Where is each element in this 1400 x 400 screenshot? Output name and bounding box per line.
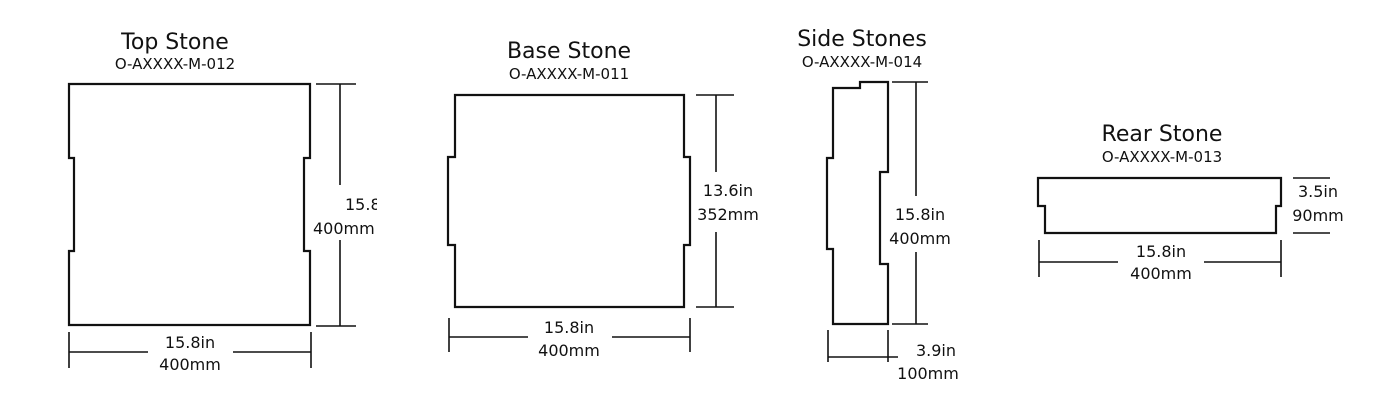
rear-stone-width-in: 15.8in [1136, 242, 1186, 261]
base-stone-height-mm: 352mm [697, 205, 759, 224]
rear-stone-group: Rear Stone O-AXXXX-M-013 3.5in 90mm 15.8… [1036, 122, 1344, 283]
side-stones-height-dimension [892, 81, 928, 325]
top-stone-width-mm: 400mm [159, 355, 221, 374]
top-stone-width-dimension [68, 332, 312, 368]
side-stones-width-in: 3.9in [916, 341, 956, 360]
rear-stone-code: O-AXXXX-M-013 [1102, 148, 1222, 166]
top-stone-height-dimension [316, 83, 356, 327]
top-stone-group: Top Stone O-AXXXX-M-012 15.8in 400mm 15.… [67, 30, 395, 374]
rear-stone-title: Rear Stone [1102, 122, 1223, 147]
top-stone-width-in: 15.8in [165, 333, 215, 352]
base-stone-title: Base Stone [507, 39, 631, 64]
base-stone-outline [446, 93, 692, 309]
base-stone-group: Base Stone O-AXXXX-M-011 13.6in 352mm 15… [446, 39, 759, 360]
rear-stone-width-mm: 400mm [1130, 264, 1192, 283]
side-stones-code: O-AXXXX-M-014 [802, 53, 922, 71]
base-stone-code: O-AXXXX-M-011 [509, 65, 629, 83]
side-stones-group: Side Stones O-AXXXX-M-014 15.8in 400mm 3… [797, 27, 959, 383]
rear-stone-width-dimension [1038, 240, 1282, 277]
base-stone-height-in: 13.6in [703, 181, 753, 200]
rear-stone-height-mm: 90mm [1292, 206, 1344, 225]
side-stones-title: Side Stones [797, 27, 927, 52]
base-stone-width-in: 15.8in [544, 318, 594, 337]
top-stone-outline [67, 82, 312, 327]
rear-stone-height-dimension [1293, 177, 1330, 234]
side-stone-outline [825, 80, 890, 326]
side-stones-height-mm: 400mm [889, 229, 951, 248]
side-stones-width-dimension [827, 330, 898, 362]
rear-stone-height-in: 3.5in [1298, 182, 1338, 201]
top-stone-title: Top Stone [120, 30, 229, 55]
side-stones-width-mm: 100mm [897, 364, 959, 383]
side-stones-height-in: 15.8in [895, 205, 945, 224]
top-stone-height-mm: 400mm [313, 219, 375, 238]
rear-stone-outline [1036, 176, 1283, 235]
base-stone-height-dimension [696, 94, 734, 308]
base-stone-width-mm: 400mm [538, 341, 600, 360]
top-stone-code: O-AXXXX-M-012 [115, 55, 235, 73]
base-stone-width-dimension [448, 318, 691, 352]
top-stone-height-in: 15.8in [345, 195, 395, 214]
